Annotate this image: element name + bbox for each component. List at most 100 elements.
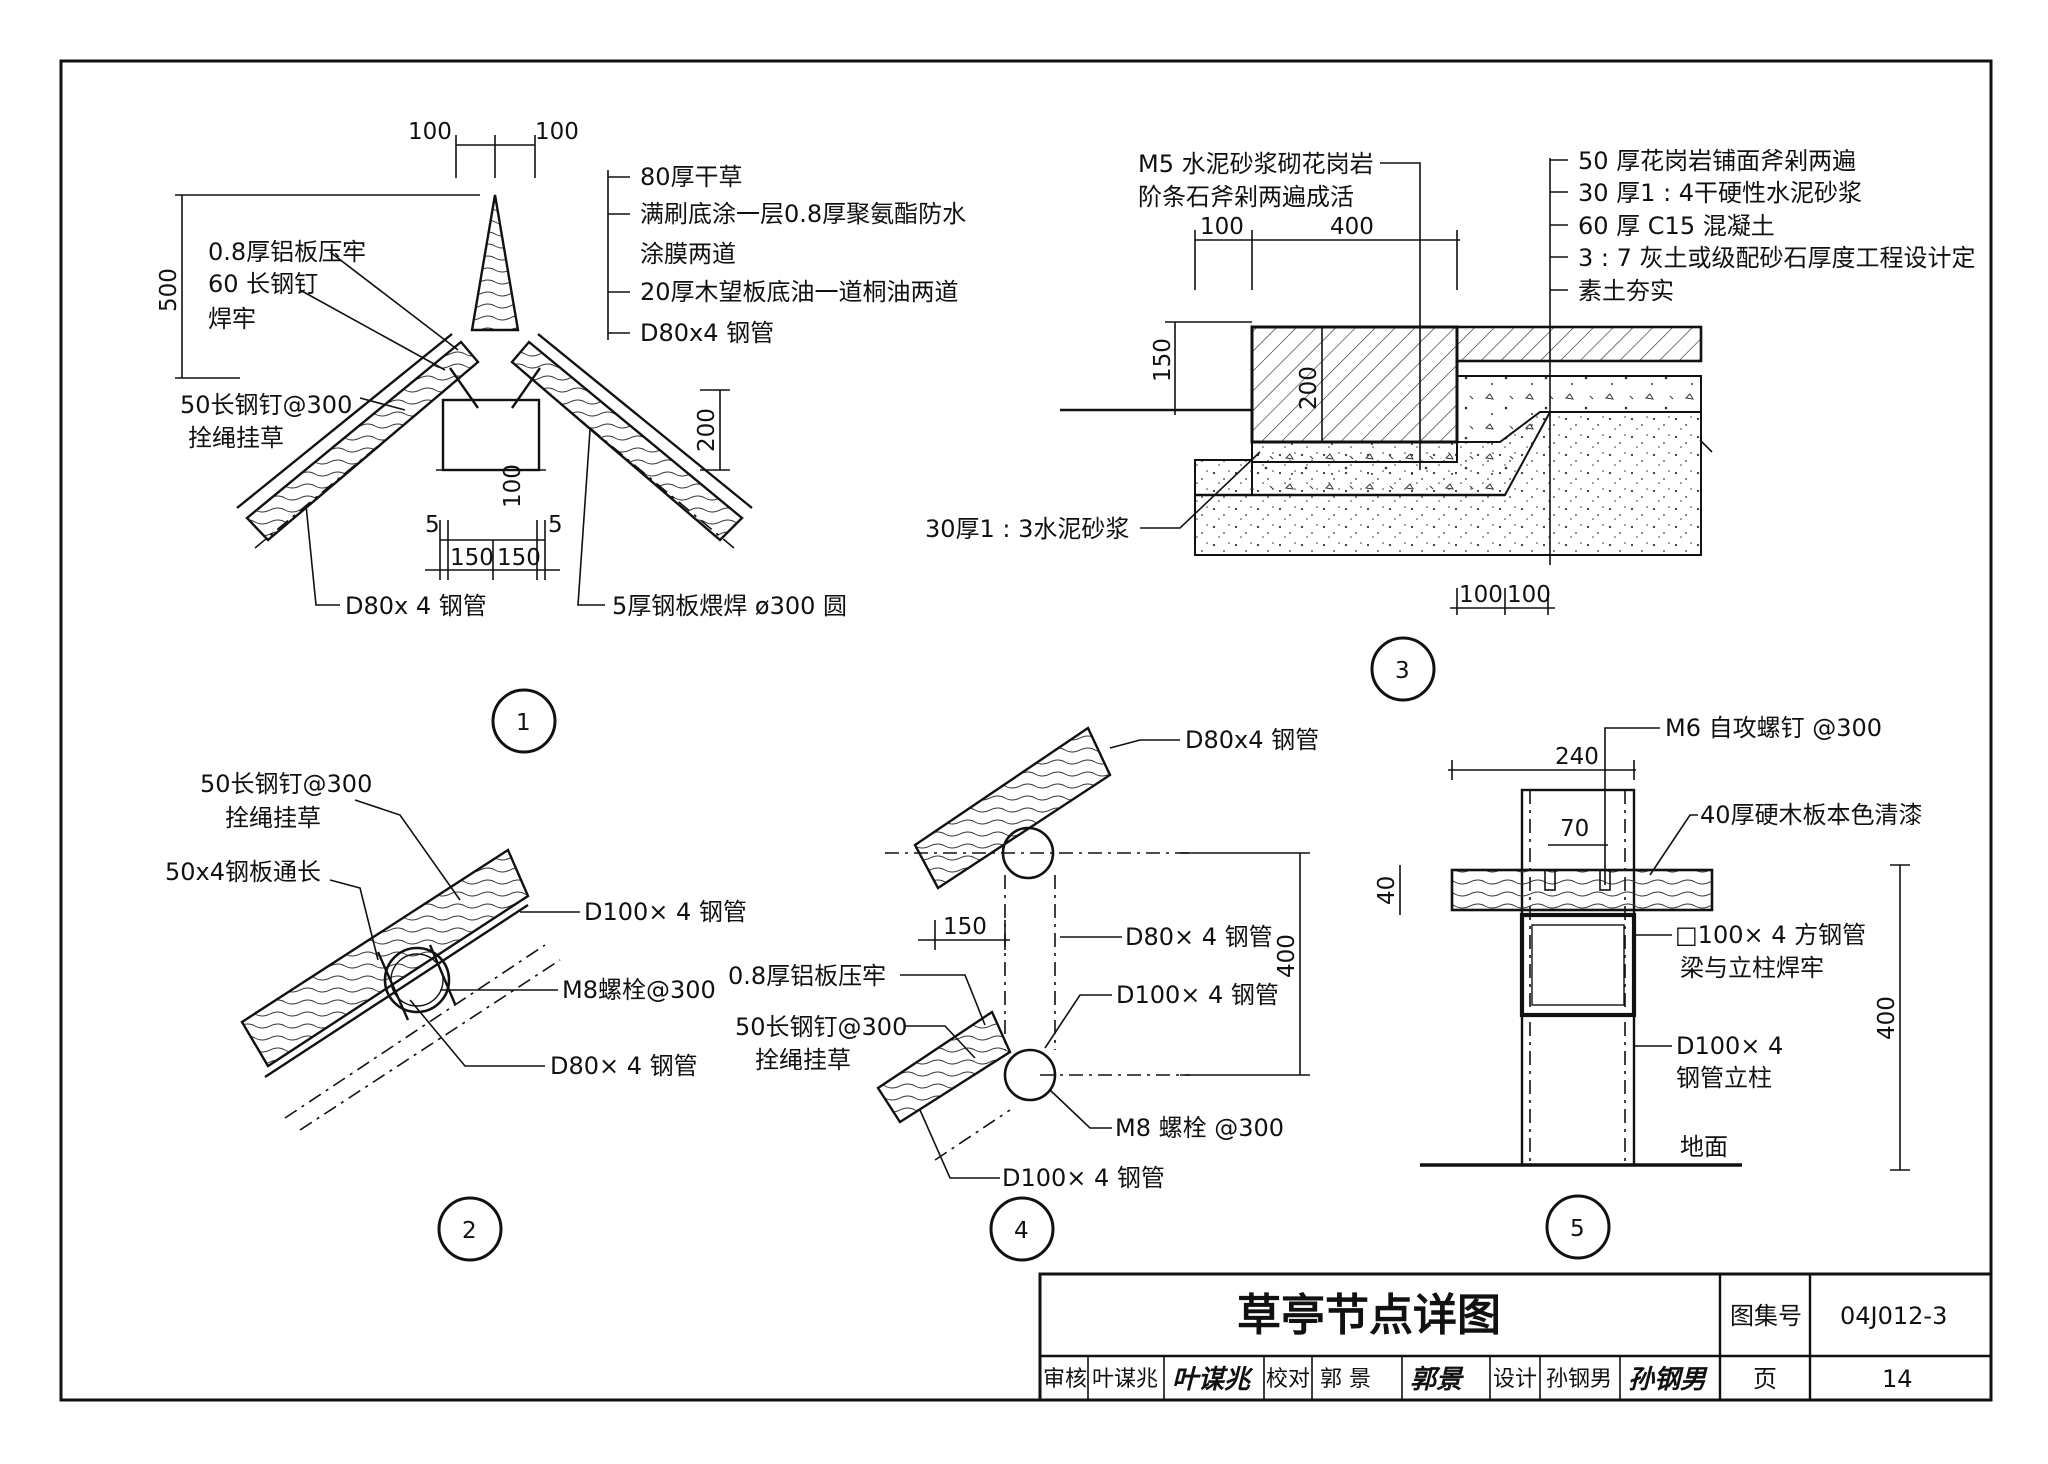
- d4-note-al-plate: 0.8厚铝板压牢: [728, 962, 886, 990]
- d1-number-badge: [491, 688, 557, 754]
- d3-dim-bottom-2: 100: [1507, 582, 1551, 608]
- d5-board: [1450, 868, 1714, 912]
- d2-note-d100: D100× 4 钢管: [584, 898, 747, 926]
- designer-name: 孙钢男: [1546, 1367, 1612, 1392]
- design-label: 设计: [1493, 1367, 1537, 1392]
- d4-dim-150: 150: [943, 914, 987, 940]
- detail-4-joint: 400 150 D80x4 钢管 D80× 4 钢管 D100× 4 钢管 0.…: [728, 726, 1319, 1262]
- d2-note-plate: 50x4钢板通长: [165, 858, 321, 886]
- d1-dim-100: 100: [500, 464, 526, 508]
- d2-number-badge: [437, 1196, 503, 1262]
- reviewer-signature: 叶谋兆: [1172, 1365, 1254, 1395]
- d5-dim-70: 70: [1560, 816, 1589, 842]
- d3-layer-5: 素土夯实: [1578, 277, 1674, 305]
- page-label: 页: [1753, 1365, 1777, 1393]
- detail-3-step: 100 400 150 200 100 100 M5 水泥砂浆砌花岗岩 阶条石斧…: [925, 147, 1976, 702]
- d5-note-ground: 地面: [1680, 1133, 1728, 1161]
- checker-signature: 郭景: [1410, 1365, 1465, 1395]
- page-no: 14: [1882, 1365, 1913, 1393]
- atlas-no: 04J012-3: [1840, 1302, 1947, 1330]
- d3-dim-400: 400: [1330, 214, 1374, 240]
- d3-number-badge: [1370, 636, 1436, 702]
- d5-dim-400: 400: [1874, 996, 1900, 1040]
- d4-lower-board: [876, 1010, 1012, 1124]
- d1-left-rafter: [245, 340, 480, 542]
- d1-dim-left: 100: [408, 119, 452, 145]
- detail-2-joint: 50长钢钉@300 拴绳挂草 50x4钢板通长 D100× 4 钢管 M8螺栓@…: [165, 770, 747, 1262]
- d2-note-nail300: 50长钢钉@300: [200, 770, 372, 798]
- d4-number: 4: [1014, 1218, 1029, 1244]
- check-label: 校对: [1266, 1367, 1310, 1392]
- d2-note-rope: 拴绳挂草: [225, 804, 321, 832]
- d2-note-bolt: M8螺栓@300: [562, 976, 716, 1004]
- d4-note-nail300: 50长钢钉@300: [735, 1013, 907, 1041]
- d1-steel-cup: [441, 398, 541, 472]
- d4-number-badge: [989, 1196, 1055, 1262]
- d5-number-badge: [1545, 1194, 1611, 1260]
- d4-lower-pipe: [1003, 1048, 1057, 1102]
- d5-note-beam-2: 梁与立柱焊牢: [1680, 954, 1824, 982]
- d3-granite-block: [1250, 325, 1459, 444]
- d1-note-pipe-bottom: D80x 4 钢管: [345, 592, 487, 620]
- d5-note-screw: M6 自攻螺钉 @300: [1665, 714, 1882, 742]
- d1-dim-height: 500: [156, 268, 182, 312]
- d5-note-board: 40厚硬木板本色清漆: [1700, 801, 1923, 829]
- d3-note-granite-1: M5 水泥砂浆砌花岗岩: [1138, 150, 1374, 178]
- detail-5-bench: 240 70 40 400 M6 自攻螺钉 @300 40厚硬木板本色清漆 □1…: [1374, 714, 1923, 1260]
- d1-dim-5-left: 5: [425, 512, 440, 538]
- d3-layer-3: 60 厚 C15 混凝土: [1578, 212, 1775, 240]
- d1-note-steel-plate: 5厚钢板煨焊 ø300 圆: [612, 592, 847, 620]
- d3-layer-1: 50 厚花岗岩铺面斧剁两遍: [1578, 147, 1856, 175]
- d4-dim-400: 400: [1274, 934, 1300, 978]
- reviewer-name: 叶谋兆: [1092, 1367, 1158, 1392]
- d5-dim-40: 40: [1374, 876, 1400, 905]
- atlas-no-label: 图集号: [1730, 1302, 1802, 1330]
- d4-note-d80-mid: D80× 4 钢管: [1125, 923, 1273, 951]
- d2-note-d80: D80× 4 钢管: [550, 1052, 698, 1080]
- checker-name: 郭 景: [1320, 1367, 1371, 1392]
- sheet-title: 草亭节点详图: [1237, 1290, 1501, 1341]
- d5-post: [1520, 788, 1636, 1167]
- d3-base: [1194, 411, 1702, 556]
- d3-layer-4: 3 : 7 灰土或级配砂石厚度工程设计定: [1578, 244, 1976, 272]
- d3-dim-200: 200: [1296, 366, 1322, 410]
- d1-note-nail: 60 长钢钉: [208, 270, 318, 298]
- d1-dim-right: 100: [535, 119, 579, 145]
- d3-layer-2: 30 厚1 : 4干硬性水泥砂浆: [1578, 179, 1862, 207]
- d1-dim-150-right: 150: [497, 545, 541, 571]
- d1-note-coating-2: 涂膜两道: [640, 240, 736, 268]
- d1-note-nail300: 50长钢钉@300: [180, 391, 352, 419]
- d1-right-rafter: [510, 340, 744, 542]
- d5-note-post-1: D100× 4: [1676, 1032, 1783, 1060]
- d1-note-board: 20厚木望板底油一道桐油两道: [640, 278, 959, 306]
- d5-beam: [1519, 912, 1637, 1018]
- d4-note-d100-mid: D100× 4 钢管: [1116, 981, 1279, 1009]
- detail-1-ridge: 100 100 500 200 100: [156, 119, 966, 754]
- d3-note-granite-2: 阶条石斧剁两遍成活: [1138, 183, 1354, 211]
- d5-note-beam-1: □100× 4 方钢管: [1675, 921, 1866, 949]
- d1-note-rope: 拴绳挂草: [188, 424, 284, 452]
- d2-d80-pipe: [383, 946, 451, 1014]
- d5-note-post-2: 钢管立柱: [1676, 1064, 1772, 1092]
- d4-upper-board: [913, 726, 1112, 890]
- d1-note-weld: 焊牢: [208, 305, 256, 333]
- d1-note-coating-1: 满刷底涂一层0.8厚聚氨酯防水: [640, 200, 966, 228]
- d2-number: 2: [462, 1218, 477, 1244]
- d4-note-d100-bottom: D100× 4 钢管: [1002, 1164, 1165, 1192]
- d1-thatch-peak: [470, 194, 520, 332]
- d1-number: 1: [516, 710, 531, 736]
- d5-number: 5: [1570, 1216, 1585, 1242]
- d3-mortar: [1251, 441, 1458, 463]
- d4-note-bolt: M8 螺栓 @300: [1115, 1114, 1284, 1142]
- d3-note-mortar: 30厚1 : 3水泥砂浆: [925, 515, 1129, 543]
- d1-dim-5-right: 5: [548, 512, 563, 538]
- d3-dim-150: 150: [1150, 338, 1176, 382]
- d2-thatch-board: [240, 848, 530, 1068]
- title-block: 草亭节点详图 图集号 04J012-3 页 14 审核 叶谋兆 叶谋兆 校对 郭…: [1038, 1272, 1993, 1402]
- d3-dim-bottom-1: 100: [1459, 582, 1503, 608]
- d1-note-thatch: 80厚干草: [640, 163, 743, 191]
- d1-dim-150-left: 150: [450, 545, 494, 571]
- review-label: 审核: [1043, 1367, 1087, 1392]
- d1-note-al-plate: 0.8厚铝板压牢: [208, 238, 366, 266]
